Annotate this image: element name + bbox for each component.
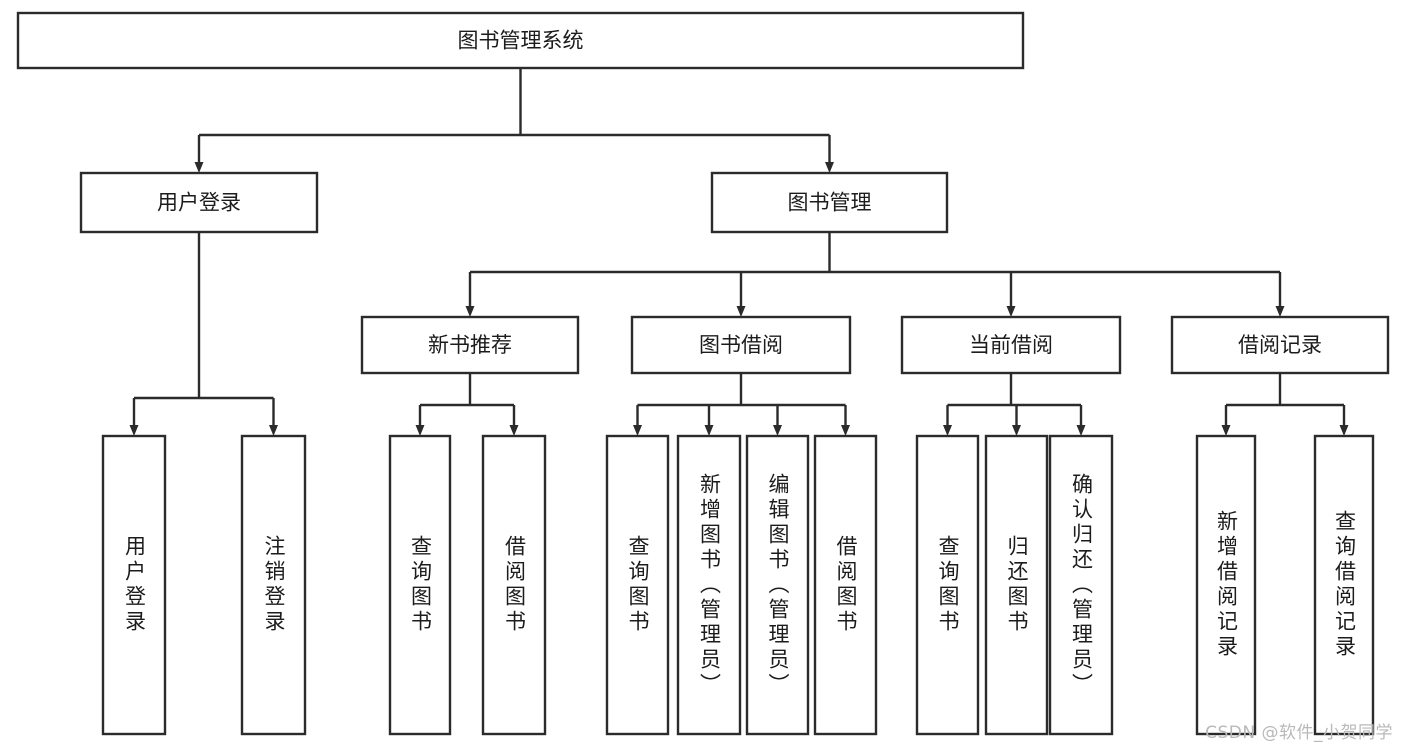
level3-node-1[interactable]: 图书借阅 bbox=[630, 315, 852, 375]
connectors-layer bbox=[129, 68, 1349, 436]
leaf-node-8-rect[interactable] bbox=[915, 434, 980, 736]
book-mgmt-arrow-1 bbox=[736, 306, 746, 317]
leaf-node-5-rect[interactable] bbox=[676, 434, 742, 736]
watermark-text: CSDN @软件_小贺同学 bbox=[1205, 723, 1393, 743]
book-mgmt-arrow-0 bbox=[465, 306, 475, 317]
root-node-label: 图书管理系统 bbox=[458, 29, 584, 53]
leaf-node-6[interactable] bbox=[745, 434, 810, 736]
root-arrow-0 bbox=[194, 162, 204, 173]
level2-node-0-label: 用户登录 bbox=[157, 191, 241, 215]
level2-node-1-rect[interactable] bbox=[710, 171, 949, 234]
leaf-node-8[interactable] bbox=[915, 434, 980, 736]
leaf-node-3-rect[interactable] bbox=[481, 434, 547, 736]
leaf-node-11[interactable] bbox=[1195, 434, 1257, 736]
leaf-node-0[interactable] bbox=[101, 434, 167, 736]
level3-node-3-label: 借阅记录 bbox=[1238, 333, 1322, 357]
record-arrow-0 bbox=[1221, 425, 1231, 436]
level3-node-0[interactable]: 新书推荐 bbox=[360, 315, 580, 375]
book-mgmt-arrow-3 bbox=[1275, 306, 1285, 317]
level3-node-3-rect[interactable] bbox=[1170, 315, 1390, 375]
book-mgmt-arrow-2 bbox=[1006, 306, 1016, 317]
borrow-arrow-1 bbox=[704, 425, 714, 436]
level2-node-0-rect[interactable] bbox=[79, 171, 319, 234]
leaf-node-7-rect[interactable] bbox=[813, 434, 878, 736]
borrow-arrow-3 bbox=[841, 425, 850, 436]
leaf-node-12[interactable] bbox=[1313, 434, 1375, 736]
level2-node-1-label: 图书管理 bbox=[788, 191, 872, 215]
level2-node-0[interactable]: 用户登录 bbox=[79, 171, 319, 234]
leaf-node-3[interactable] bbox=[481, 434, 547, 736]
leaf-node-4[interactable] bbox=[605, 434, 670, 736]
leaf-node-1[interactable] bbox=[240, 434, 307, 736]
leaf-node-10-rect[interactable] bbox=[1048, 434, 1114, 736]
level3-node-2-label: 当前借阅 bbox=[969, 333, 1053, 357]
record-arrow-1 bbox=[1339, 425, 1349, 436]
level3-node-2[interactable]: 当前借阅 bbox=[900, 315, 1122, 375]
current-arrow-1 bbox=[1012, 425, 1021, 436]
leaf-node-1-rect[interactable] bbox=[240, 434, 307, 736]
new-book-arrow-0 bbox=[415, 425, 425, 436]
level3-node-0-rect[interactable] bbox=[360, 315, 580, 375]
level3-node-1-rect[interactable] bbox=[630, 315, 852, 375]
leaf-node-7[interactable] bbox=[813, 434, 878, 736]
root-node[interactable]: 图书管理系统 bbox=[16, 11, 1025, 70]
current-arrow-0 bbox=[943, 425, 952, 436]
user-login-arrow-0 bbox=[129, 425, 139, 436]
borrow-arrow-0 bbox=[633, 425, 642, 436]
root-node-rect[interactable] bbox=[16, 11, 1025, 70]
leaf-node-6-rect[interactable] bbox=[745, 434, 810, 736]
new-book-arrow-1 bbox=[509, 425, 519, 436]
level3-node-2-rect[interactable] bbox=[900, 315, 1122, 375]
level2-node-1[interactable]: 图书管理 bbox=[710, 171, 949, 234]
level3-node-1-label: 图书借阅 bbox=[699, 333, 783, 357]
level3-node-3[interactable]: 借阅记录 bbox=[1170, 315, 1390, 375]
leaf-node-10[interactable] bbox=[1048, 434, 1114, 736]
leaf-node-0-rect[interactable] bbox=[101, 434, 167, 736]
level3-node-0-label: 新书推荐 bbox=[428, 333, 512, 357]
leaf-node-9[interactable] bbox=[984, 434, 1049, 736]
leaf-node-12-rect[interactable] bbox=[1313, 434, 1375, 736]
leaf-node-9-rect[interactable] bbox=[984, 434, 1049, 736]
leaf-node-4-rect[interactable] bbox=[605, 434, 670, 736]
leaf-node-2-rect[interactable] bbox=[388, 434, 452, 736]
user-login-arrow-1 bbox=[269, 425, 278, 436]
current-arrow-2 bbox=[1076, 425, 1086, 436]
leaf-node-11-rect[interactable] bbox=[1195, 434, 1257, 736]
root-arrow-1 bbox=[825, 162, 834, 173]
leaf-node-2[interactable] bbox=[388, 434, 452, 736]
borrow-arrow-2 bbox=[773, 425, 782, 436]
leaf-node-5[interactable] bbox=[676, 434, 742, 736]
